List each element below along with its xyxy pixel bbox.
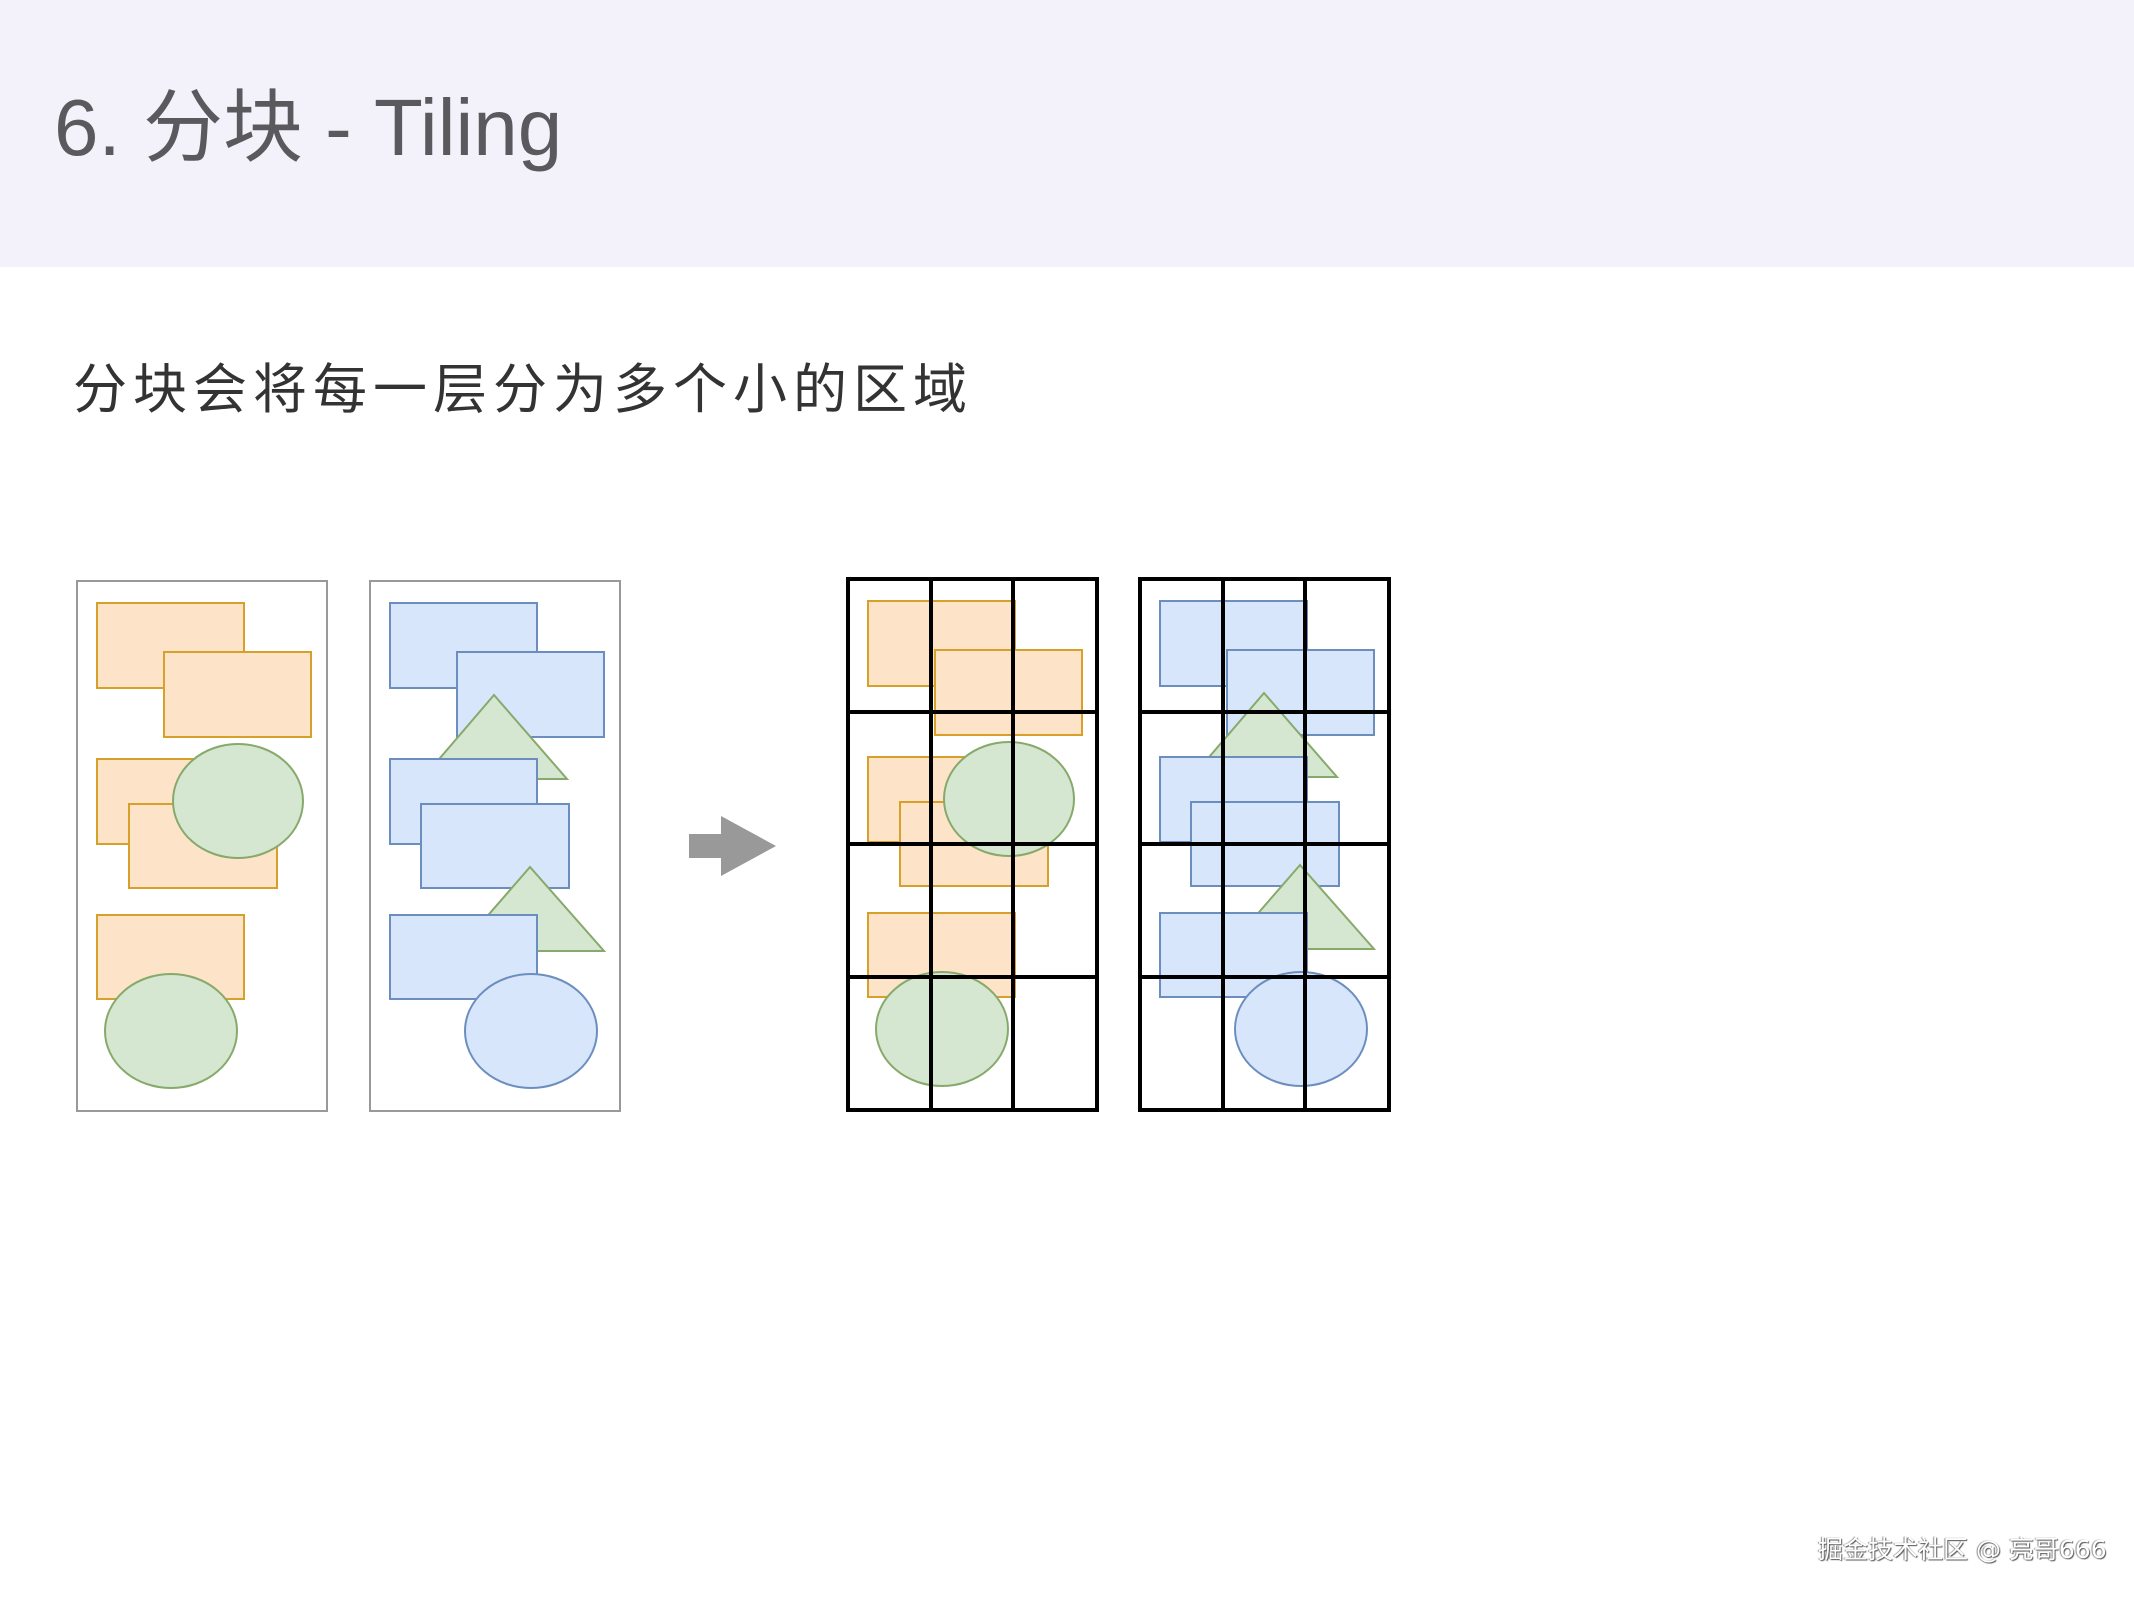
slide-subtitle: 分块会将每一层分为多个小的区域: [73, 358, 973, 421]
slide-title: 6. 分块 - Tiling: [54, 83, 563, 172]
tiled-layer-blue: [1138, 577, 1391, 1112]
arrow-right-icon: [689, 816, 776, 876]
tiled-layer-orange: [846, 577, 1099, 1112]
layer-panel-blue: [369, 580, 621, 1112]
layer-panel-orange: [76, 580, 328, 1112]
slide-header: 6. 分块 - Tiling: [0, 0, 2134, 267]
watermark: 掘金技术社区 @ 亮哥666: [1818, 1535, 2107, 1564]
